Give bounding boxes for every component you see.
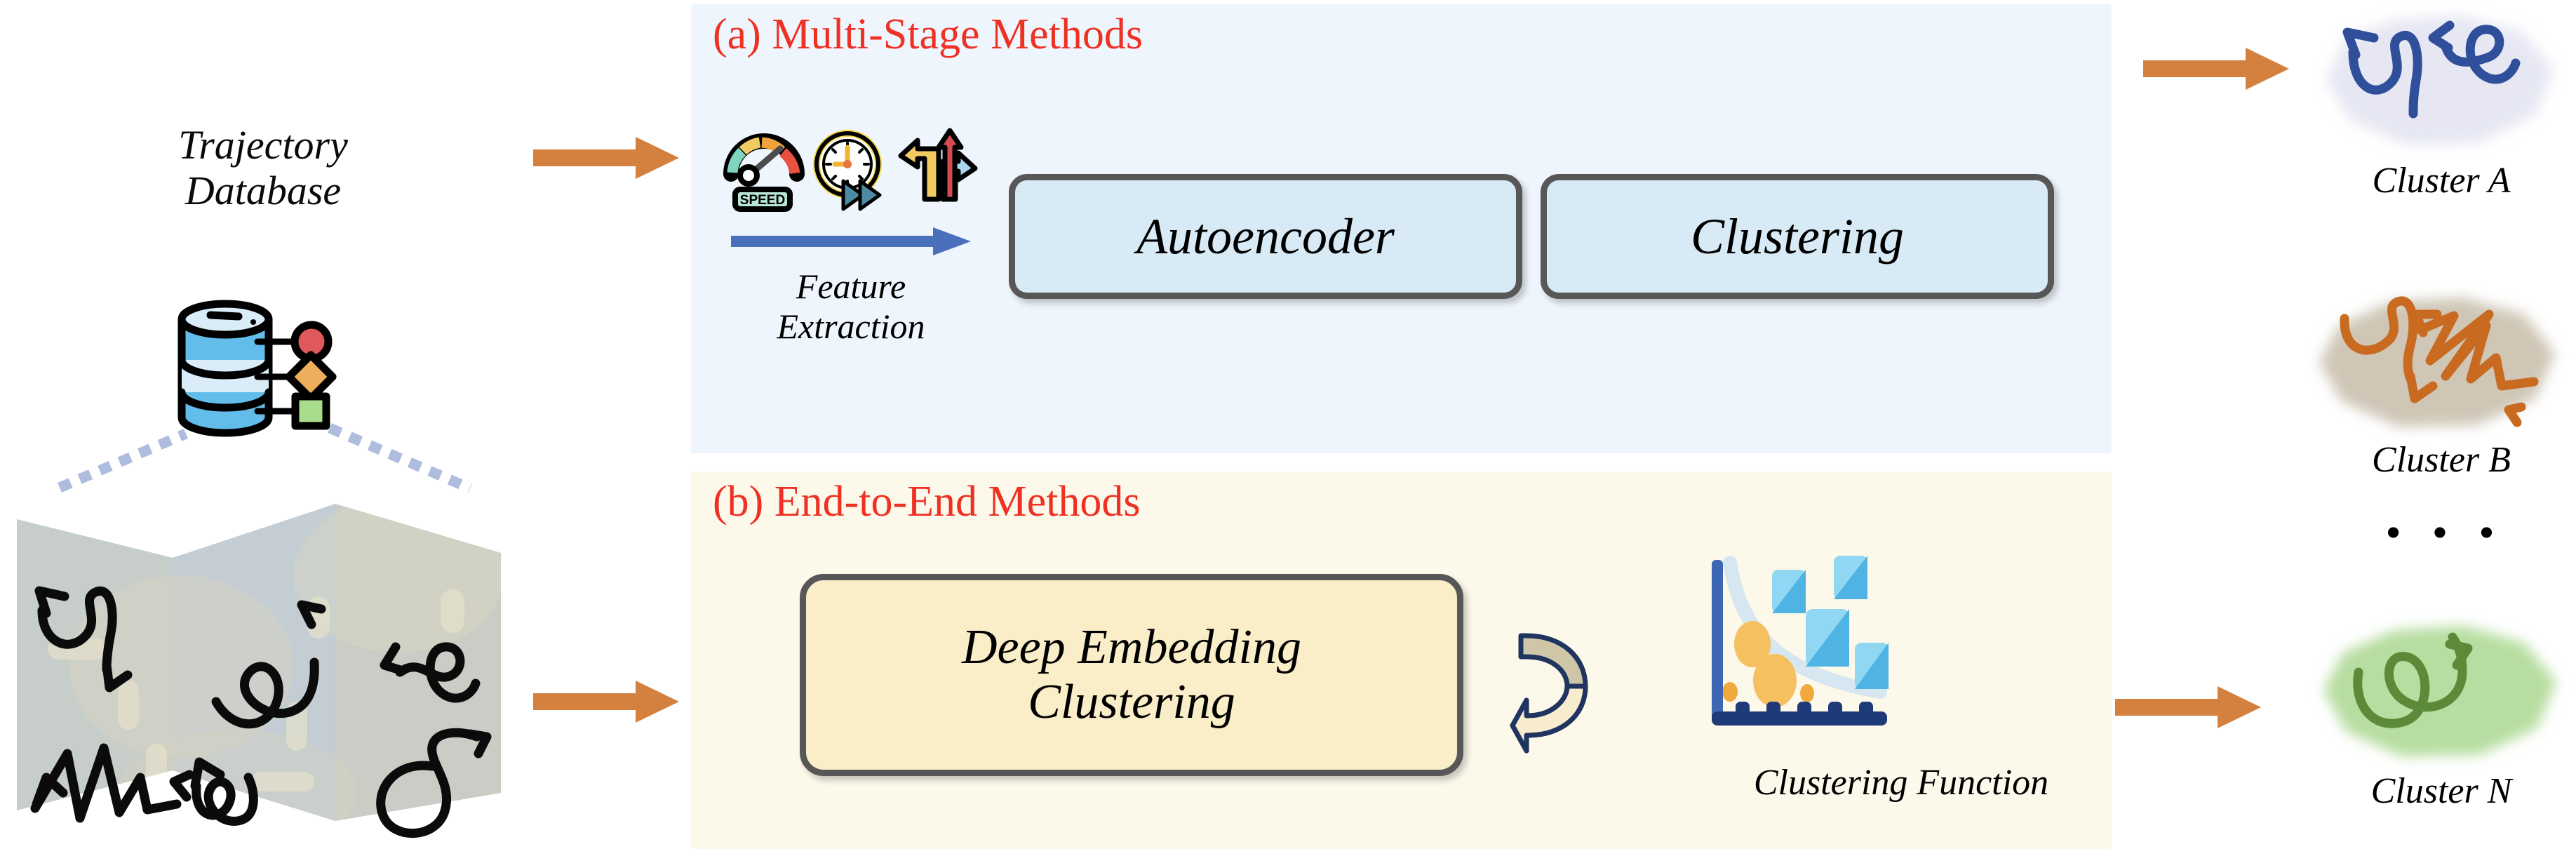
panel-a-title: (a) Multi-Stage Methods	[713, 11, 1143, 58]
dotted-connector	[21, 421, 512, 498]
flow-arrow-map-to-panel-b	[533, 681, 680, 723]
autoencoder-label: Autoencoder	[1136, 208, 1395, 265]
folded-map-icon	[6, 491, 511, 842]
orange-ellipse-markers	[1722, 621, 1814, 707]
feature-label-line2: Extraction	[777, 307, 925, 346]
feature-label-line1: Feature	[796, 267, 906, 306]
dec-label: Deep Embedding Clustering	[962, 620, 1301, 730]
autoencoder-box[interactable]: Autoencoder	[1009, 174, 1522, 299]
dec-label-line2: Clustering	[1028, 675, 1235, 729]
cluster-b-label: Cluster B	[2372, 440, 2511, 480]
feature-extraction-arrow	[730, 225, 975, 260]
cluster-ellipsis: • • •	[2385, 507, 2504, 557]
database-cylinder-icon	[172, 298, 354, 442]
flow-arrow-db-to-panel-a	[533, 137, 680, 179]
clustering-function-chart-icon	[1705, 554, 1894, 744]
x-axis-ticks	[1736, 702, 1873, 716]
direction-arrows-icon	[898, 128, 978, 206]
loop-back-arrow	[1508, 624, 1592, 754]
clustering-box[interactable]: Clustering	[1541, 174, 2054, 299]
trajectory-label-line2: Database	[185, 167, 342, 213]
cluster-n-blob	[2312, 617, 2572, 775]
blue-square-markers	[1772, 556, 1889, 689]
y-axis	[1712, 560, 1723, 721]
speedometer-icon: SPEED	[723, 131, 805, 215]
dec-label-line1: Deep Embedding	[961, 620, 1302, 674]
clustering-label: Clustering	[1690, 208, 1905, 265]
trajectory-label-line1: Trajectory	[178, 122, 348, 168]
cluster-a-label: Cluster A	[2372, 161, 2511, 201]
flow-arrow-panel-a-to-cluster	[2143, 48, 2290, 90]
decay-curve	[1723, 556, 1887, 699]
flow-arrow-panel-b-to-cluster	[2115, 686, 2262, 728]
cluster-n-label: Cluster N	[2370, 771, 2512, 811]
panel-b-title: (b) End-to-End Methods	[713, 478, 1141, 526]
cluster-b-blob	[2308, 289, 2575, 447]
cluster-a-blob	[2312, 6, 2572, 167]
feature-extraction-label: Feature Extraction	[735, 267, 967, 347]
x-axis	[1712, 711, 1887, 726]
trajectory-database-label: Trajectory Database	[130, 122, 396, 214]
clock-fastforward-icon	[812, 129, 890, 212]
clustering-function-caption: Clustering Function	[1753, 763, 2049, 803]
deep-embedding-clustering-box[interactable]: Deep Embedding Clustering	[800, 574, 1463, 776]
speed-badge-text: SPEED	[740, 193, 785, 208]
